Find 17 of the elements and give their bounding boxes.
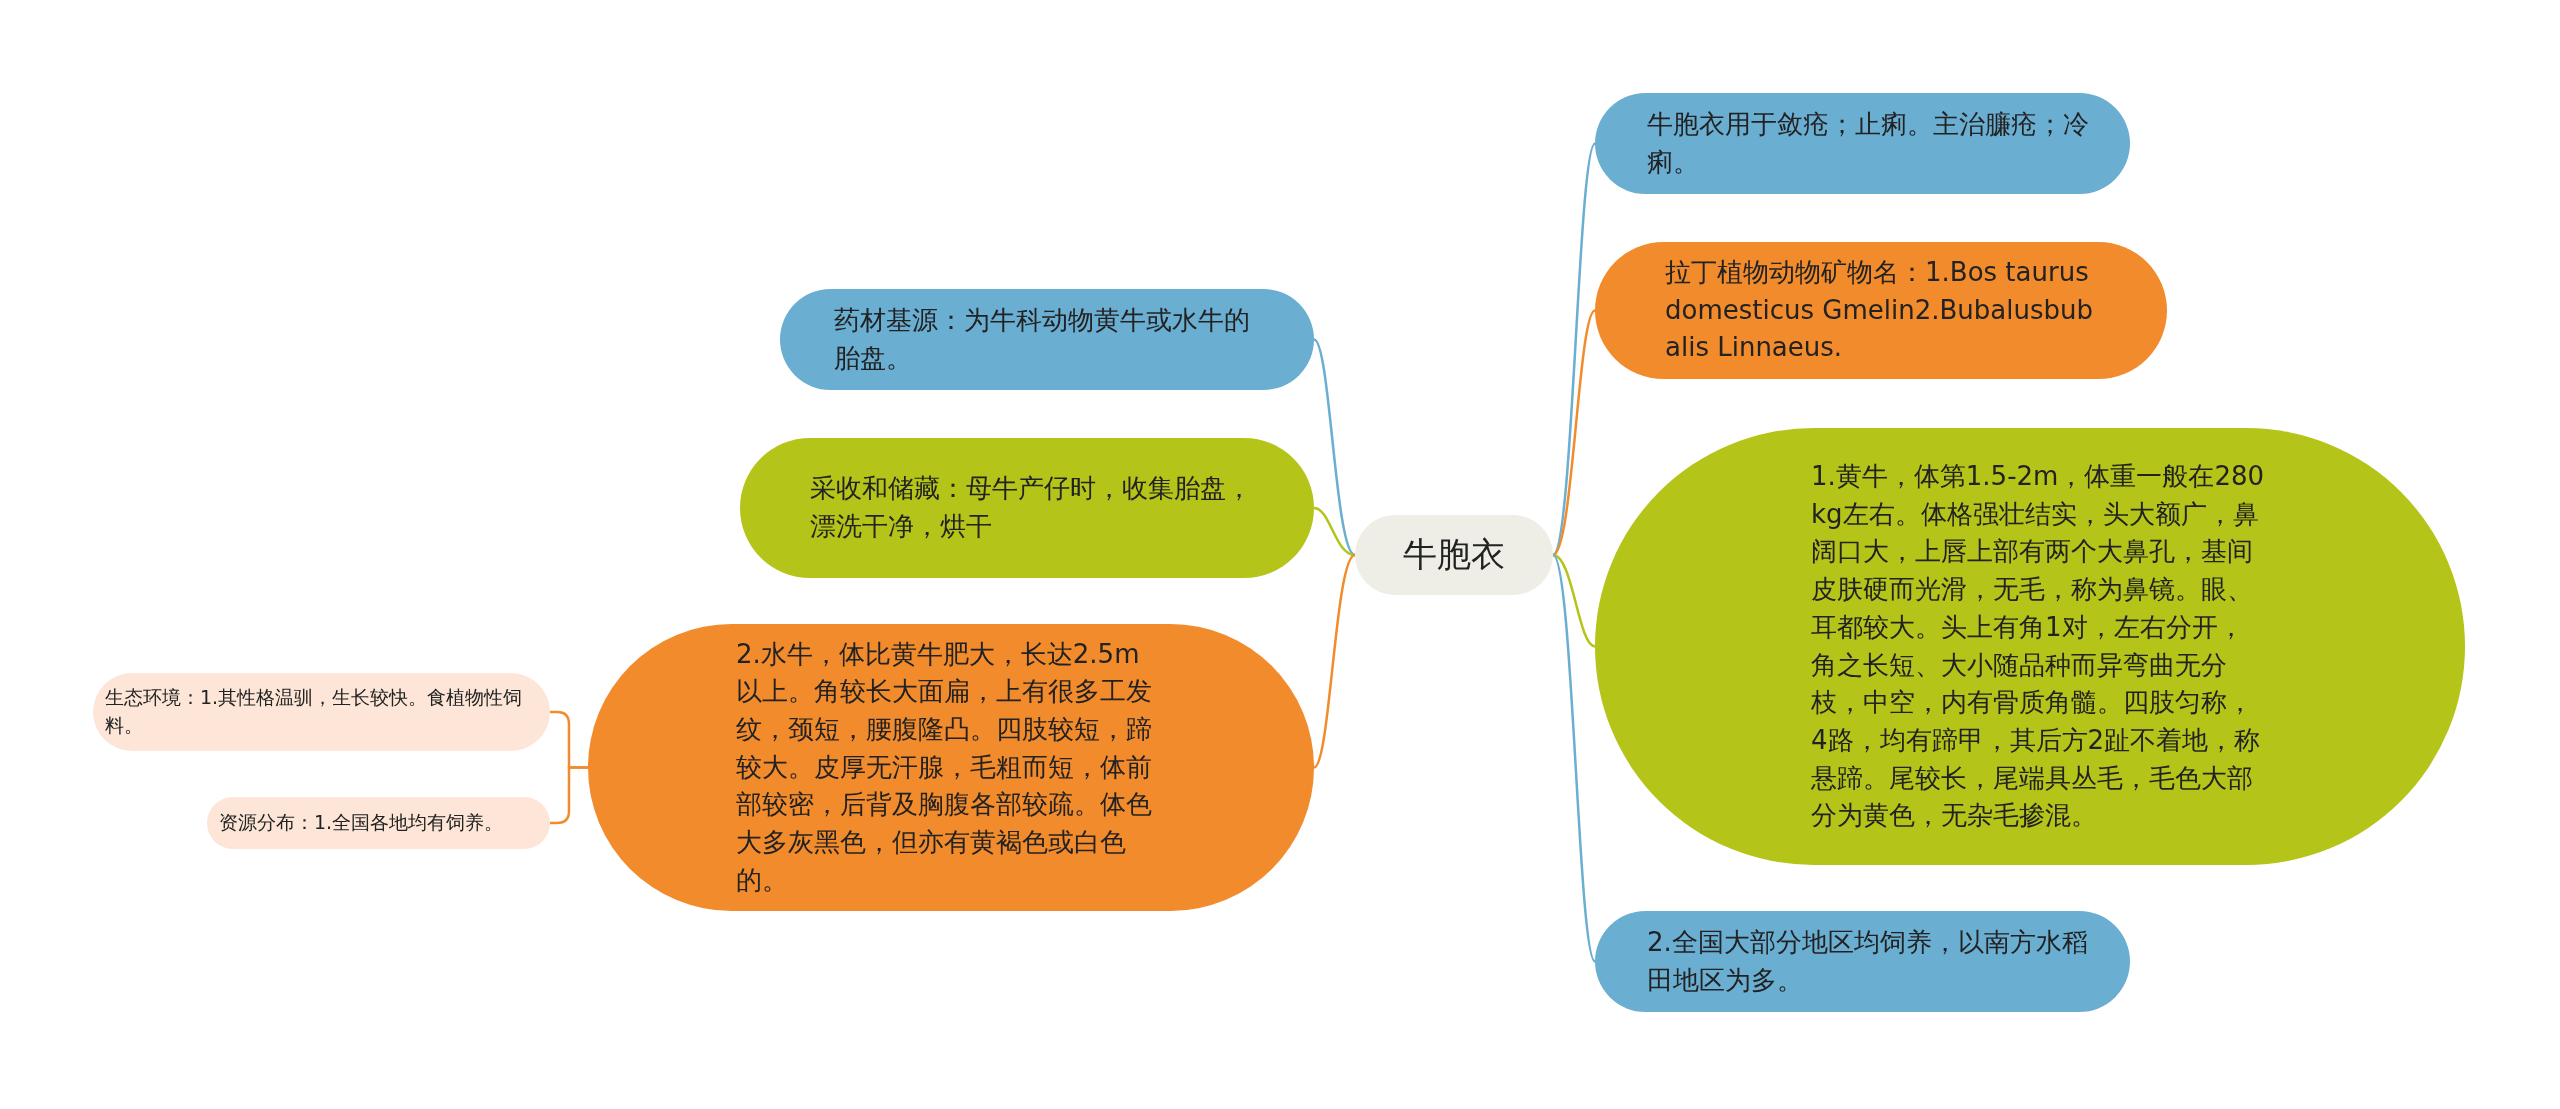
node-text: 1.黄牛，体第1.5-2m，体重一般在280kg左右。体格强壮结实，头大额广，鼻阔口大，上唇上部有两个大鼻孔，基间皮肤硬而光滑，无毛，称为鼻镜。眼、耳都较大。头上有角1对，左右分开，角之长短、大小随品种而异弯曲无分枝，中空，内有骨质角髓。四肢匀称，4路，均有蹄甲，其后方2趾不着地，称悬蹄。尾较长，尾端具丛毛，毛色大部分为黄色，无杂毛掺混。 [1811, 460, 2265, 833]
connector [1552, 309, 1596, 556]
node-text: 拉丁植物动物矿物名：1.Bos taurus domesticus Gmelin2.Bubalusbubalis Linnaeus. [1665, 255, 2094, 365]
connector [1552, 553, 1596, 648]
node-text: 2.全国大部分地区均饲养，以南方水稻田地区为多。 [1647, 925, 2089, 997]
node-text: 药材基源：为牛科动物黄牛或水牛的胎盘。 [834, 303, 1251, 375]
node-text: 牛胞衣用于敛疮；止痢。主治臁疮；冷痢。 [1647, 107, 2090, 179]
connector [1313, 506, 1356, 557]
node-text: 资源分布：1.全国各地均有饲养。 [219, 810, 505, 836]
connector [1313, 554, 1356, 769]
node-text: 2.水牛，体比黄牛肥大，长达2.5m以上。角较长大面扁，上有很多工发纹，颈短，腰腹隆凸。四肢较短，蹄较大。皮厚无汗腺，毛粗而短，体前部较密，后背及胸腹各部较疏。体色大多灰黑色，但亦有黄褐色或白色的。 [736, 637, 1153, 897]
node-text: 采收和储藏：母牛产仔时，收集胎盘，漂洗干净，烘干 [810, 472, 1253, 543]
subtopic-box [207, 797, 550, 849]
connector [550, 766, 588, 825]
node-text: 牛胞衣 [1402, 533, 1506, 577]
connector [1313, 338, 1356, 556]
node-text: 生态环境：1.其性格温驯，生长较快。食植物性饲料。 [105, 685, 524, 738]
